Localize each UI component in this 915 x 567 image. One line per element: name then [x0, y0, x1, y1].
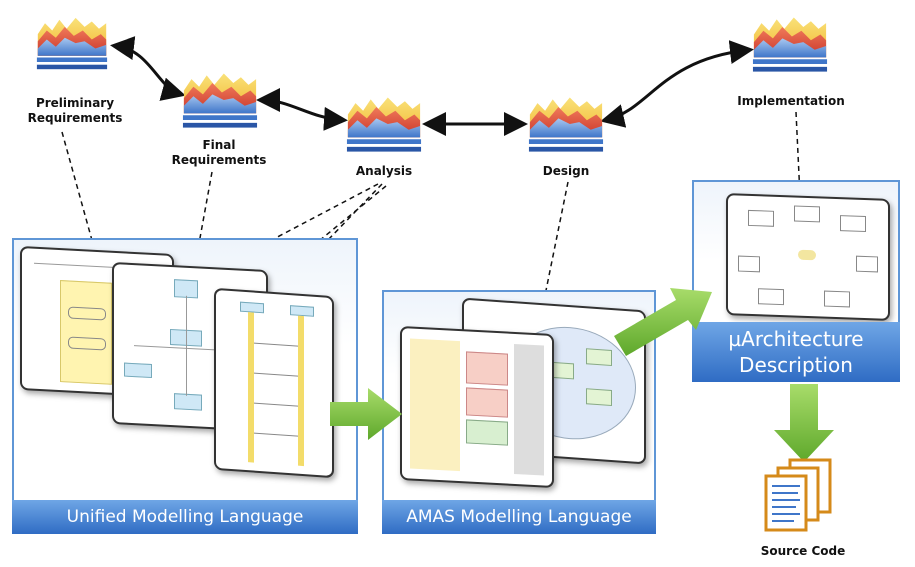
amas-label-band: AMAS Modelling Language: [382, 500, 656, 534]
stage-implementation-label: Implementation: [737, 94, 845, 108]
source-code-label: Source Code: [760, 544, 846, 558]
stage-analysis-label: Analysis: [355, 164, 413, 178]
source-code-documents-icon: [764, 458, 832, 532]
link-final-analysis: [256, 88, 348, 131]
arrow-arch-to-code: [774, 384, 834, 462]
uml-label-band: Unified Modelling Language: [12, 500, 358, 534]
arrow-amas-to-arch: [614, 288, 712, 356]
link-prelim-final: [110, 36, 186, 101]
arrow-uml-to-amas: [330, 388, 402, 440]
link-design-impl: [600, 40, 754, 128]
stage-design-label: Design: [542, 164, 590, 178]
